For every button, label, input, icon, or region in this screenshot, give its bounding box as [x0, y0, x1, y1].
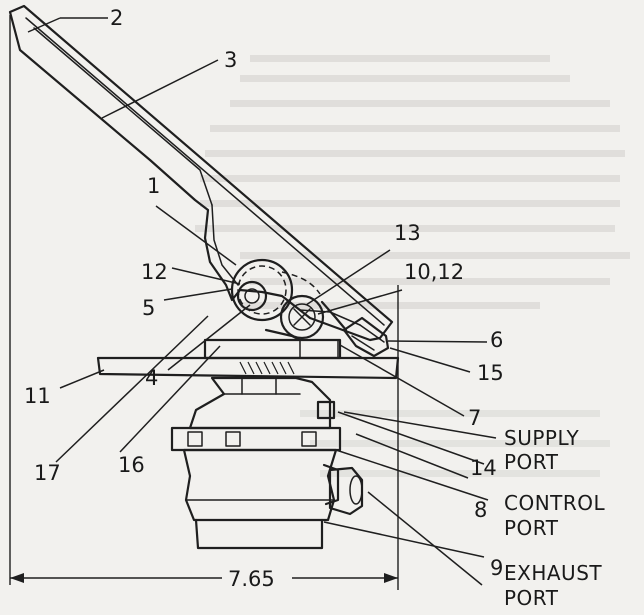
overall-dimension: 7.65 — [10, 567, 398, 591]
callout-8: 8 — [474, 498, 487, 522]
callout-9: 9 — [490, 556, 503, 580]
port-fitting — [328, 466, 364, 516]
callout-5: 5 — [142, 296, 155, 320]
callout-1: 1 — [147, 174, 160, 198]
pivot-pins — [230, 258, 348, 342]
dimension-value: 7.65 — [228, 567, 275, 591]
callout-13: 13 — [394, 221, 421, 245]
supply-port-line1: SUPPLY — [504, 426, 579, 450]
callout-labels: 2 3 1 13 12 10,12 5 6 15 11 4 7 14 16 17… — [24, 6, 504, 580]
exhaust-port-line1: EXHAUST — [504, 561, 602, 585]
callout-16: 16 — [118, 453, 145, 477]
callout-7: 7 — [468, 406, 481, 430]
callout-2: 2 — [110, 6, 123, 30]
leader-lines — [27, 17, 497, 586]
callout-10-12: 10,12 — [404, 260, 464, 284]
control-port-line2: PORT — [504, 516, 559, 540]
callout-12: 12 — [141, 260, 168, 284]
callout-11: 11 — [24, 384, 51, 408]
control-port-line1: CONTROL — [504, 491, 606, 515]
callout-14: 14 — [470, 456, 497, 480]
callout-17: 17 — [34, 461, 61, 485]
callout-15: 15 — [477, 361, 504, 385]
pilot-cap — [342, 316, 390, 358]
mounting-plate — [96, 338, 400, 380]
callout-4: 4 — [145, 366, 158, 390]
exhaust-port-line2: PORT — [504, 586, 559, 610]
bleed-through-texture — [195, 55, 630, 477]
dimension-extension-lines — [9, 15, 399, 590]
callout-6: 6 — [490, 328, 503, 352]
port-labels: SUPPLY PORT CONTROL PORT EXHAUST PORT — [504, 426, 606, 610]
callout-3: 3 — [224, 48, 237, 72]
supply-port-line2: PORT — [504, 450, 559, 474]
lever-handle — [8, 4, 394, 342]
valve-body-lower — [182, 448, 340, 550]
